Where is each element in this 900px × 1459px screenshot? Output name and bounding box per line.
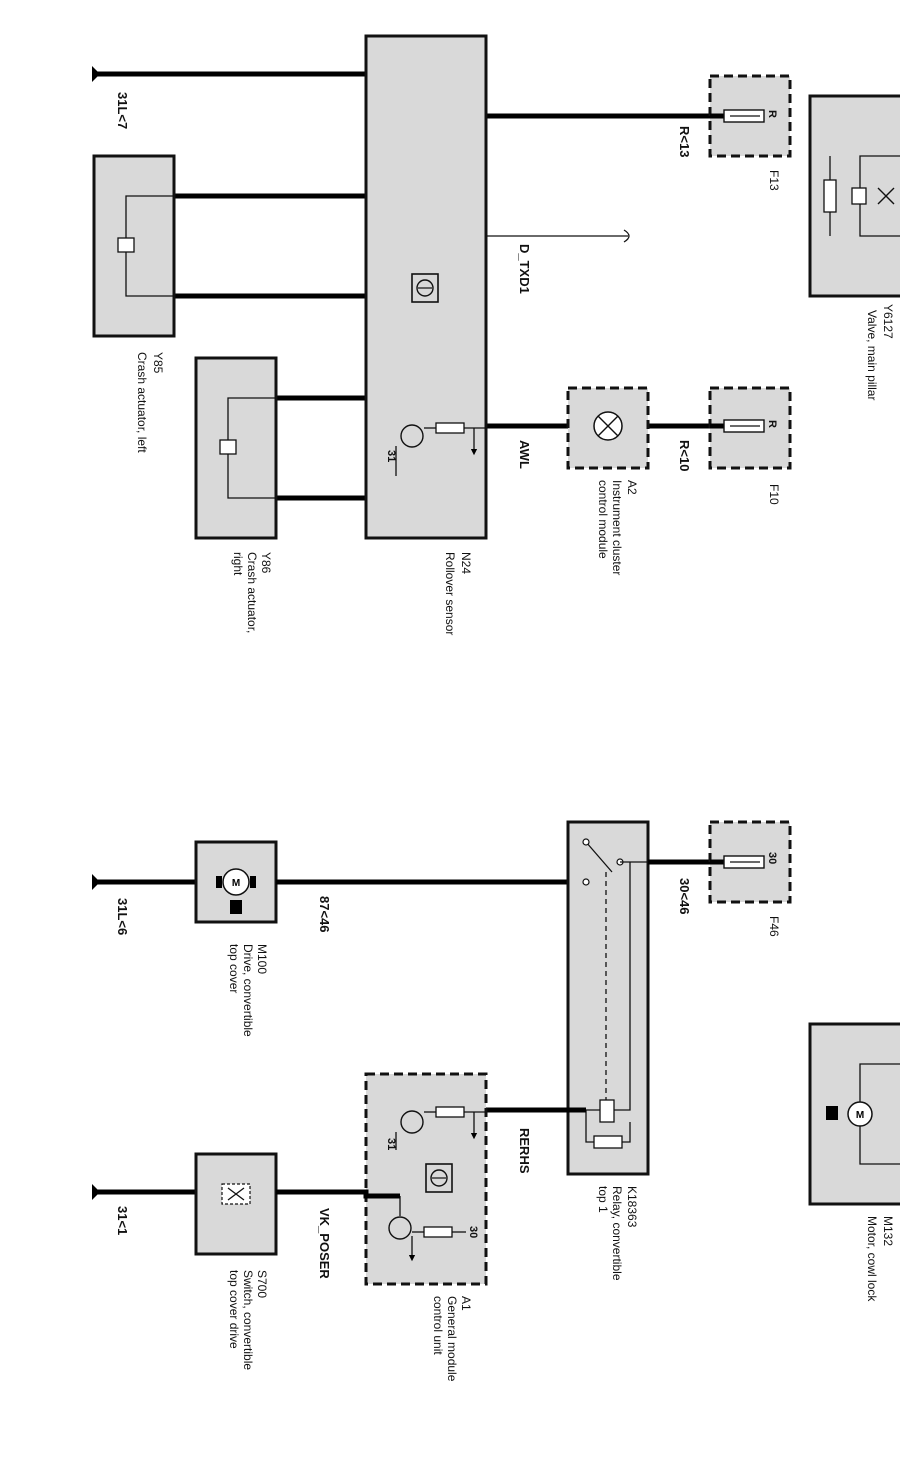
drive-m100[interactable]: M bbox=[194, 840, 278, 924]
solenoid-valve-icon bbox=[851, 187, 867, 205]
resistor-icon bbox=[823, 179, 837, 213]
m132-name: Motor, cowl lock bbox=[865, 1216, 879, 1302]
pin-31-a1: 31 bbox=[385, 1138, 397, 1150]
sensor-symbol-icon bbox=[425, 1163, 453, 1193]
a2-name-2: control module bbox=[596, 480, 610, 559]
ground-arrow-icon bbox=[92, 66, 100, 82]
switch-s700[interactable] bbox=[194, 1152, 278, 1256]
instrument-cluster-a2[interactable] bbox=[566, 386, 650, 470]
label-r10: R<10 bbox=[677, 440, 692, 471]
transistor-icon bbox=[395, 422, 486, 476]
f46-pin: 30 bbox=[766, 852, 778, 864]
s700-name: Switch, convertible bbox=[241, 1270, 255, 1370]
a1-name-2: control unit bbox=[431, 1296, 445, 1355]
crash-actuator-y85[interactable] bbox=[92, 154, 176, 338]
valve-main-pillar[interactable] bbox=[808, 94, 900, 298]
motor-cowl-lock-m132[interactable]: M bbox=[808, 1022, 900, 1206]
f10-code: F10 bbox=[767, 484, 781, 505]
valve-icon bbox=[877, 187, 895, 205]
m100-name-2: top cover bbox=[227, 944, 241, 993]
bus-end-icon bbox=[623, 229, 630, 243]
s700-code: S700 bbox=[255, 1270, 269, 1298]
svg-text:M: M bbox=[232, 878, 240, 889]
s700-name-2: top cover drive bbox=[227, 1270, 241, 1349]
general-module-a1[interactable]: 31 30 bbox=[364, 1072, 488, 1286]
transistor-icon bbox=[395, 1106, 486, 1150]
label-30-46: 30<46 bbox=[677, 878, 692, 915]
m132-code: M132 bbox=[881, 1216, 895, 1246]
y86-name-2: right bbox=[231, 552, 245, 576]
fuse-f13[interactable] bbox=[708, 74, 792, 158]
valve-name: Valve, main pillar bbox=[865, 310, 879, 400]
f13-code: F13 bbox=[767, 170, 781, 191]
label-vk-poser: VK_POSER bbox=[317, 1208, 332, 1279]
f13-pin: R bbox=[766, 110, 778, 118]
wire-vk-poser bbox=[276, 1189, 400, 1199]
m100-code: M100 bbox=[255, 944, 269, 974]
label-r13: R<13 bbox=[677, 126, 692, 157]
n24-name: Rollover sensor bbox=[443, 552, 457, 635]
label-31-1: 31<1 bbox=[115, 1206, 130, 1235]
a2-name: Instrument cluster bbox=[610, 480, 624, 575]
ground-arrow-icon bbox=[92, 874, 100, 890]
sensor-symbol-icon bbox=[411, 273, 439, 303]
y85-code: Y85 bbox=[151, 352, 165, 374]
label-31l6: 31L<6 bbox=[115, 898, 130, 935]
m100-name: Drive, convertible bbox=[241, 944, 255, 1037]
relay-switch-icon bbox=[585, 841, 613, 873]
wire-ground-31l7 bbox=[92, 66, 366, 82]
wire-ground-31-1 bbox=[92, 1184, 196, 1200]
f10-pin: R bbox=[766, 420, 778, 428]
label-awl: AWL bbox=[517, 440, 532, 469]
relay-coil-icon bbox=[599, 1099, 615, 1123]
y85-name: Crash actuator, left bbox=[135, 352, 149, 453]
k18363-code: K18363 bbox=[625, 1186, 639, 1228]
motor-connector-icon bbox=[826, 1106, 838, 1120]
crash-actuator-y86[interactable] bbox=[194, 356, 278, 540]
fuse-f46[interactable] bbox=[708, 820, 792, 904]
n24-code: N24 bbox=[459, 552, 473, 574]
relay-k18363[interactable] bbox=[566, 820, 650, 1176]
y86-code: Y86 bbox=[259, 552, 273, 574]
a1-code: A1 bbox=[459, 1296, 473, 1311]
label-d-txd1: D_TXD1 bbox=[517, 244, 532, 294]
k18363-name: Relay, convertible bbox=[610, 1186, 624, 1281]
svg-text:M: M bbox=[856, 1110, 864, 1121]
k18363-name-2: top 1 bbox=[596, 1186, 610, 1213]
transistor-icon bbox=[388, 1196, 466, 1262]
motor-icon bbox=[222, 868, 250, 896]
solenoid-icon bbox=[117, 237, 135, 253]
label-31l7: 31L<7 bbox=[115, 92, 130, 129]
rollover-sensor-n24[interactable]: 31 bbox=[364, 34, 488, 540]
pin-30-a1: 30 bbox=[467, 1226, 479, 1238]
a1-name: General module bbox=[445, 1296, 459, 1382]
wire-ground-31l6 bbox=[92, 874, 196, 890]
solenoid-icon bbox=[219, 439, 237, 455]
fuse-f10[interactable] bbox=[708, 386, 792, 470]
pin-31-n24: 31 bbox=[385, 450, 397, 462]
valve-code: Y6127 bbox=[881, 304, 895, 339]
ground-arrow-icon bbox=[92, 1184, 100, 1200]
a2-code: A2 bbox=[625, 480, 639, 495]
motor-icon bbox=[847, 1101, 873, 1127]
label-rerhs: RERHS bbox=[517, 1128, 532, 1174]
resistor-icon bbox=[593, 1135, 623, 1149]
label-87-46: 87<46 bbox=[317, 896, 332, 933]
y86-name: Crash actuator, bbox=[245, 552, 259, 633]
f46-code: F46 bbox=[767, 916, 781, 937]
motor-connector-icon bbox=[230, 900, 242, 914]
